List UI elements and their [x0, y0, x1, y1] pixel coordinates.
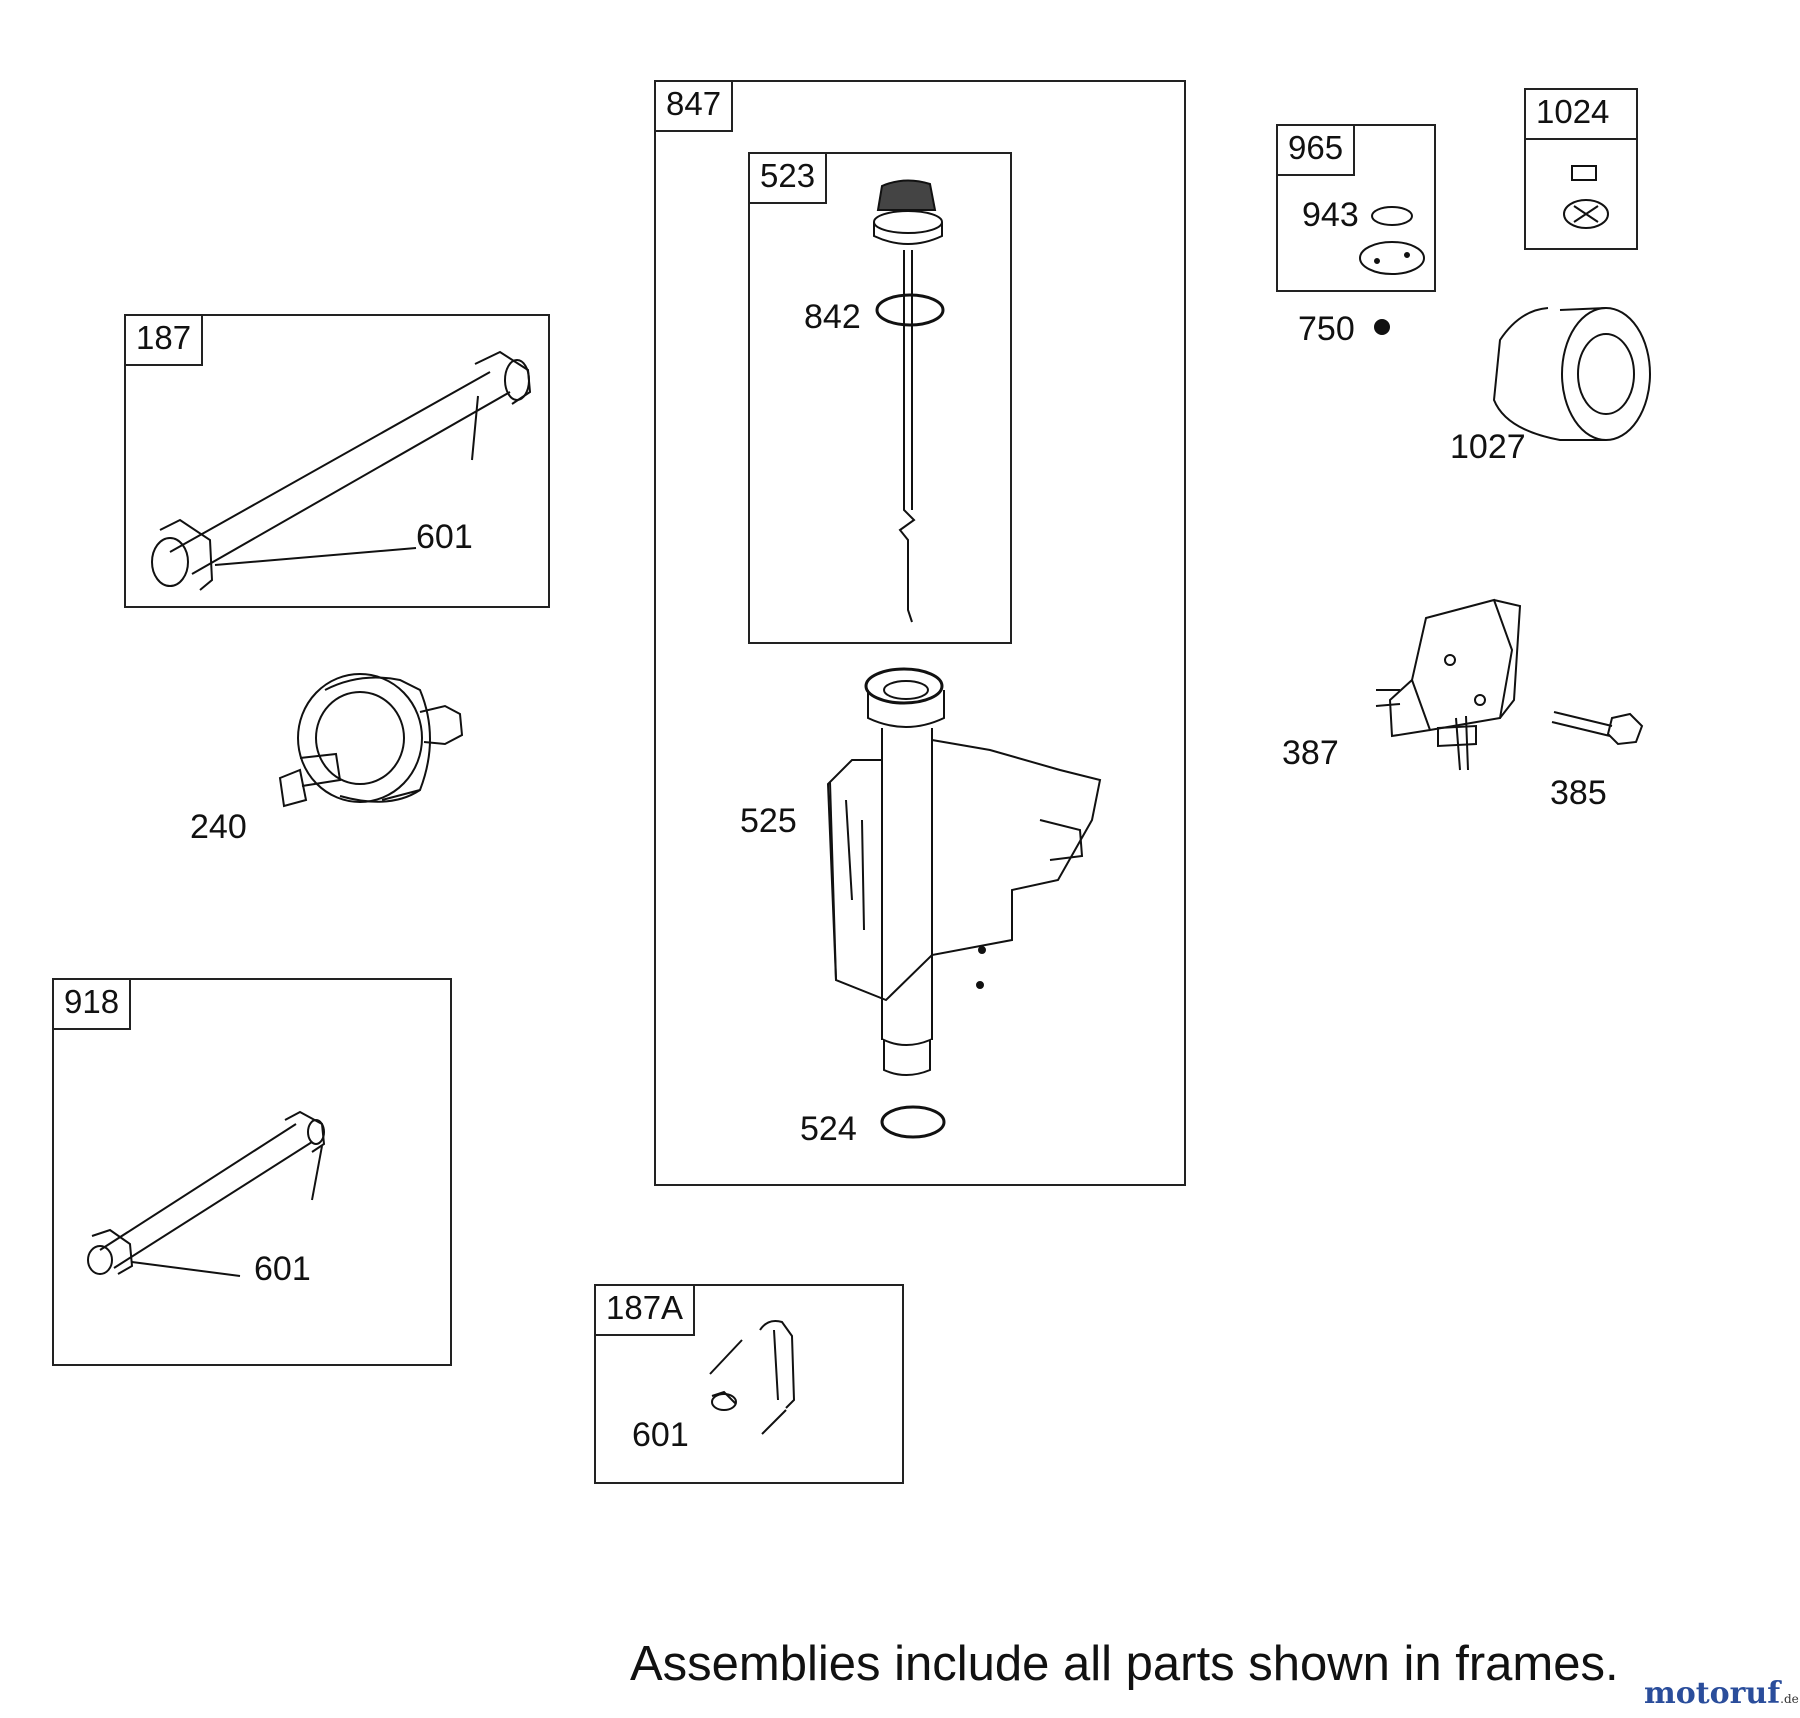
frame-1024-tag: 1024: [1524, 88, 1638, 140]
part-label-750: 750: [1298, 310, 1355, 348]
frame-187a: 187A: [594, 1284, 904, 1484]
breather-hose-187a-drawing: [709, 1320, 796, 1435]
breather-tube-918-drawing: [87, 1110, 326, 1277]
drain-plug-drawing: [1563, 165, 1609, 229]
oil-filter-drawing: [1492, 307, 1651, 441]
frame-847-tag: 847: [654, 80, 734, 132]
bolt-drawing: [1551, 711, 1644, 746]
part-label-525: 525: [740, 802, 797, 840]
part-label-387: 387: [1282, 734, 1339, 772]
watermark-name: motoruf: [1644, 1676, 1781, 1711]
frame-965-tag: 965: [1276, 124, 1356, 176]
assemblies-caption: Assemblies include all parts shown in fr…: [630, 1637, 1619, 1691]
frame-523: 523: [748, 152, 1012, 644]
part-label-842: 842: [804, 298, 861, 336]
frame-523-tag: 523: [748, 152, 828, 204]
part-label-601-frame918: 601: [254, 1250, 311, 1288]
part-label-385: 385: [1550, 774, 1607, 812]
frame-918: 918: [52, 978, 452, 1366]
frame-187a-tag: 187A: [594, 1284, 696, 1336]
part-label-943: 943: [1302, 196, 1359, 234]
frame-847: 847: [654, 80, 1186, 1186]
part-label-240: 240: [190, 808, 247, 846]
watermark-tld: .de: [1780, 1692, 1799, 1706]
part-label-601-frame187a: 601: [632, 1416, 689, 1454]
screw-750-drawing: [1374, 319, 1390, 335]
part-label-601-frame187: 601: [416, 518, 473, 556]
frame-1024: 1024: [1524, 88, 1638, 250]
watermark: motoruf.de: [1644, 1676, 1799, 1711]
breather-tube-187-drawing: [151, 350, 532, 591]
frame-187: 187: [124, 314, 550, 608]
part-label-1027: 1027: [1450, 428, 1526, 466]
fuel-filter-drawing: [278, 673, 464, 808]
frame-187-tag: 187: [124, 314, 204, 366]
frame-965: 965: [1276, 124, 1436, 292]
part-label-524: 524: [800, 1110, 857, 1148]
fuel-pump-drawing: [1375, 598, 1522, 771]
filler-tube-drawing: [826, 667, 1102, 1139]
frame-918-tag: 918: [52, 978, 132, 1030]
dipstick-drawing: [873, 179, 945, 623]
seal-kit-drawing: [1359, 206, 1425, 275]
